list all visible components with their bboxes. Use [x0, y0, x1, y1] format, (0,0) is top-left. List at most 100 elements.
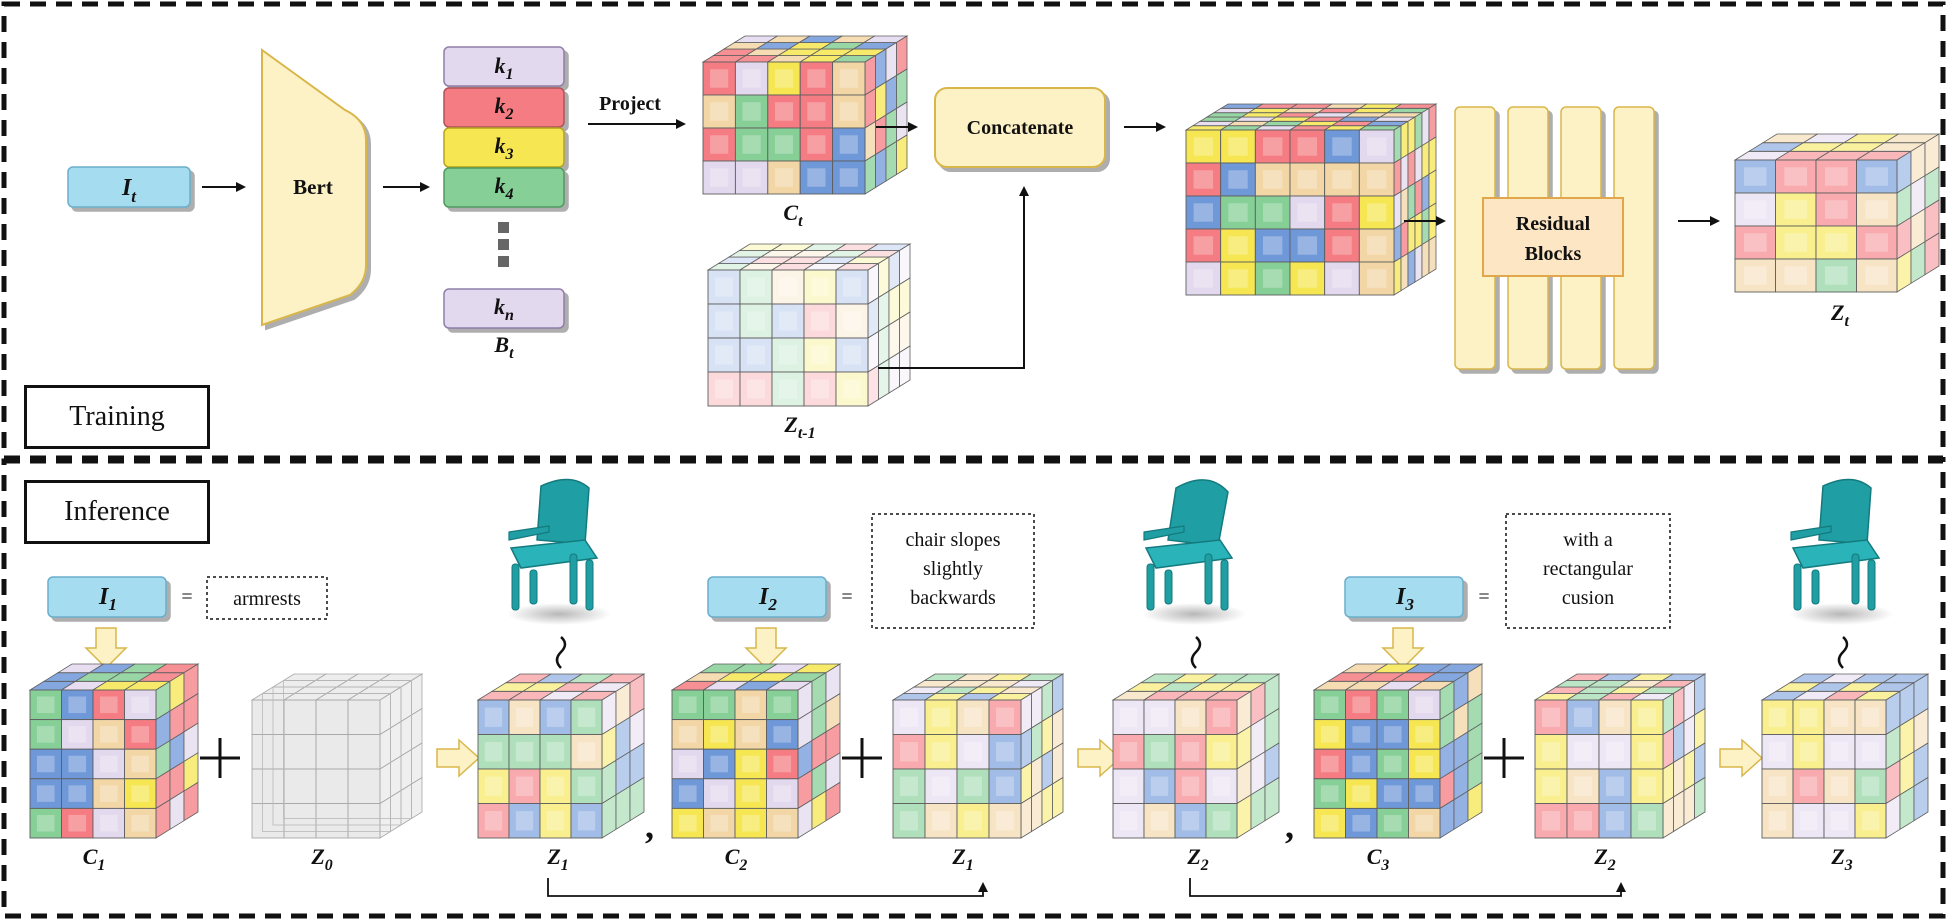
voxel-highlight [1830, 742, 1849, 762]
instruction-text-line: rectangular [1543, 558, 1633, 580]
voxel-front [92, 689, 125, 721]
voxel-highlight [839, 102, 858, 121]
voxel-highlight [1861, 742, 1880, 762]
voxel-front [1815, 192, 1857, 227]
residual-label-line2: Blocks [1525, 243, 1582, 265]
voxel-highlight [1865, 233, 1889, 252]
instruction-text-line: armrests [233, 588, 301, 610]
voxel-highlight [1332, 269, 1352, 288]
voxel-highlight [710, 135, 729, 154]
voxel-highlight [515, 742, 534, 762]
voxel-front [1854, 803, 1887, 839]
voxel-side [867, 296, 879, 339]
voxel-highlight [779, 379, 797, 399]
voxel-side [1421, 173, 1430, 213]
voxel-highlight [1542, 811, 1560, 831]
voxel-highlight [131, 726, 150, 743]
voxel-side [1662, 692, 1674, 736]
voxel-highlight [1352, 785, 1371, 802]
chair-leg [585, 559, 594, 611]
voxel-highlight [546, 776, 565, 796]
voxel-front [1854, 699, 1887, 735]
voxel-highlight [99, 726, 118, 743]
voxel-highlight [1262, 269, 1283, 288]
down-arrow-icon [84, 627, 128, 670]
equals-sign: = [841, 586, 852, 608]
voxel-side [1020, 796, 1032, 839]
voxel-highlight [68, 814, 87, 832]
voxel-highlight [1150, 776, 1169, 796]
voxel-side [1414, 243, 1423, 283]
voxel-front [283, 803, 317, 839]
voxel-front [1205, 768, 1238, 804]
voxel-highlight [515, 707, 534, 727]
voxel-highlight [1297, 137, 1318, 156]
voxel-side [1428, 103, 1437, 143]
chair-leg [1851, 553, 1860, 605]
voxel-front [799, 61, 834, 96]
residual-label-line1: Residual [1516, 213, 1591, 235]
voxel-side [1031, 686, 1043, 729]
voxel-side [1400, 186, 1409, 226]
voxel-side [864, 153, 876, 195]
voxel-highlight [1865, 266, 1889, 285]
voxel-highlight [1119, 776, 1138, 796]
voxel-highlight [1383, 755, 1402, 773]
voxel-front [539, 699, 572, 735]
voxel-highlight [1228, 170, 1248, 189]
voxel-highlight [99, 696, 118, 714]
voxel-highlight [1743, 266, 1767, 285]
voxel-highlight [1262, 137, 1283, 156]
voxel-highlight [1320, 726, 1339, 743]
chair-backrest [536, 478, 590, 545]
token-k1 [443, 46, 565, 87]
voxel-highlight [811, 379, 829, 399]
voxel-highlight [546, 707, 565, 727]
equals-sign: = [181, 586, 192, 608]
chair-shadow [1142, 603, 1246, 625]
voxel-side [825, 781, 841, 822]
voxel-front [1856, 258, 1898, 293]
instruction-text-box [871, 513, 1035, 629]
voxel-front [1289, 162, 1326, 197]
voxel-highlight [1320, 785, 1339, 802]
voxel-side [400, 679, 412, 723]
voxel-highlight [1743, 167, 1767, 186]
voxel-front [1376, 719, 1409, 750]
voxel-highlight [964, 776, 982, 796]
voxel-highlight [900, 707, 918, 727]
voxel-front [1598, 803, 1632, 839]
voxel-highlight [715, 379, 733, 399]
voxel-front [1324, 228, 1360, 263]
voxel-highlight [1181, 707, 1200, 727]
feedback-arrow-2 [1189, 878, 1626, 897]
voxel-highlight [1228, 236, 1248, 255]
voxel-highlight [839, 69, 858, 88]
token-set-label: Bt [493, 332, 514, 362]
chair-backrest [1818, 478, 1872, 545]
voxel-highlight [774, 69, 794, 88]
voxel-highlight [1574, 707, 1592, 727]
voxel-highlight [774, 135, 794, 154]
voxel-front [1815, 258, 1857, 293]
voxel-front [251, 803, 285, 839]
voxel-front [315, 699, 349, 735]
right-arrow-icon [436, 738, 481, 778]
voxel-highlight [1606, 707, 1624, 727]
voxel-front [1358, 228, 1395, 263]
condition-cube-label: C1 [83, 844, 106, 874]
voxel-front [251, 699, 285, 735]
voxel-front [124, 719, 157, 750]
voxel-front [803, 303, 837, 339]
voxel-side [1683, 679, 1695, 723]
voxel-highlight [1366, 203, 1387, 222]
instruction-text-line: chair slopes [906, 529, 1001, 551]
voxel-highlight [1415, 814, 1434, 832]
voxel-side [1041, 748, 1053, 792]
voxel-side [1031, 789, 1043, 833]
voxel-highlight [807, 168, 826, 187]
voxel-highlight [1150, 707, 1169, 727]
voxel-highlight [1193, 236, 1214, 255]
voxel-highlight [1638, 811, 1656, 831]
voxel-side [1020, 727, 1032, 770]
